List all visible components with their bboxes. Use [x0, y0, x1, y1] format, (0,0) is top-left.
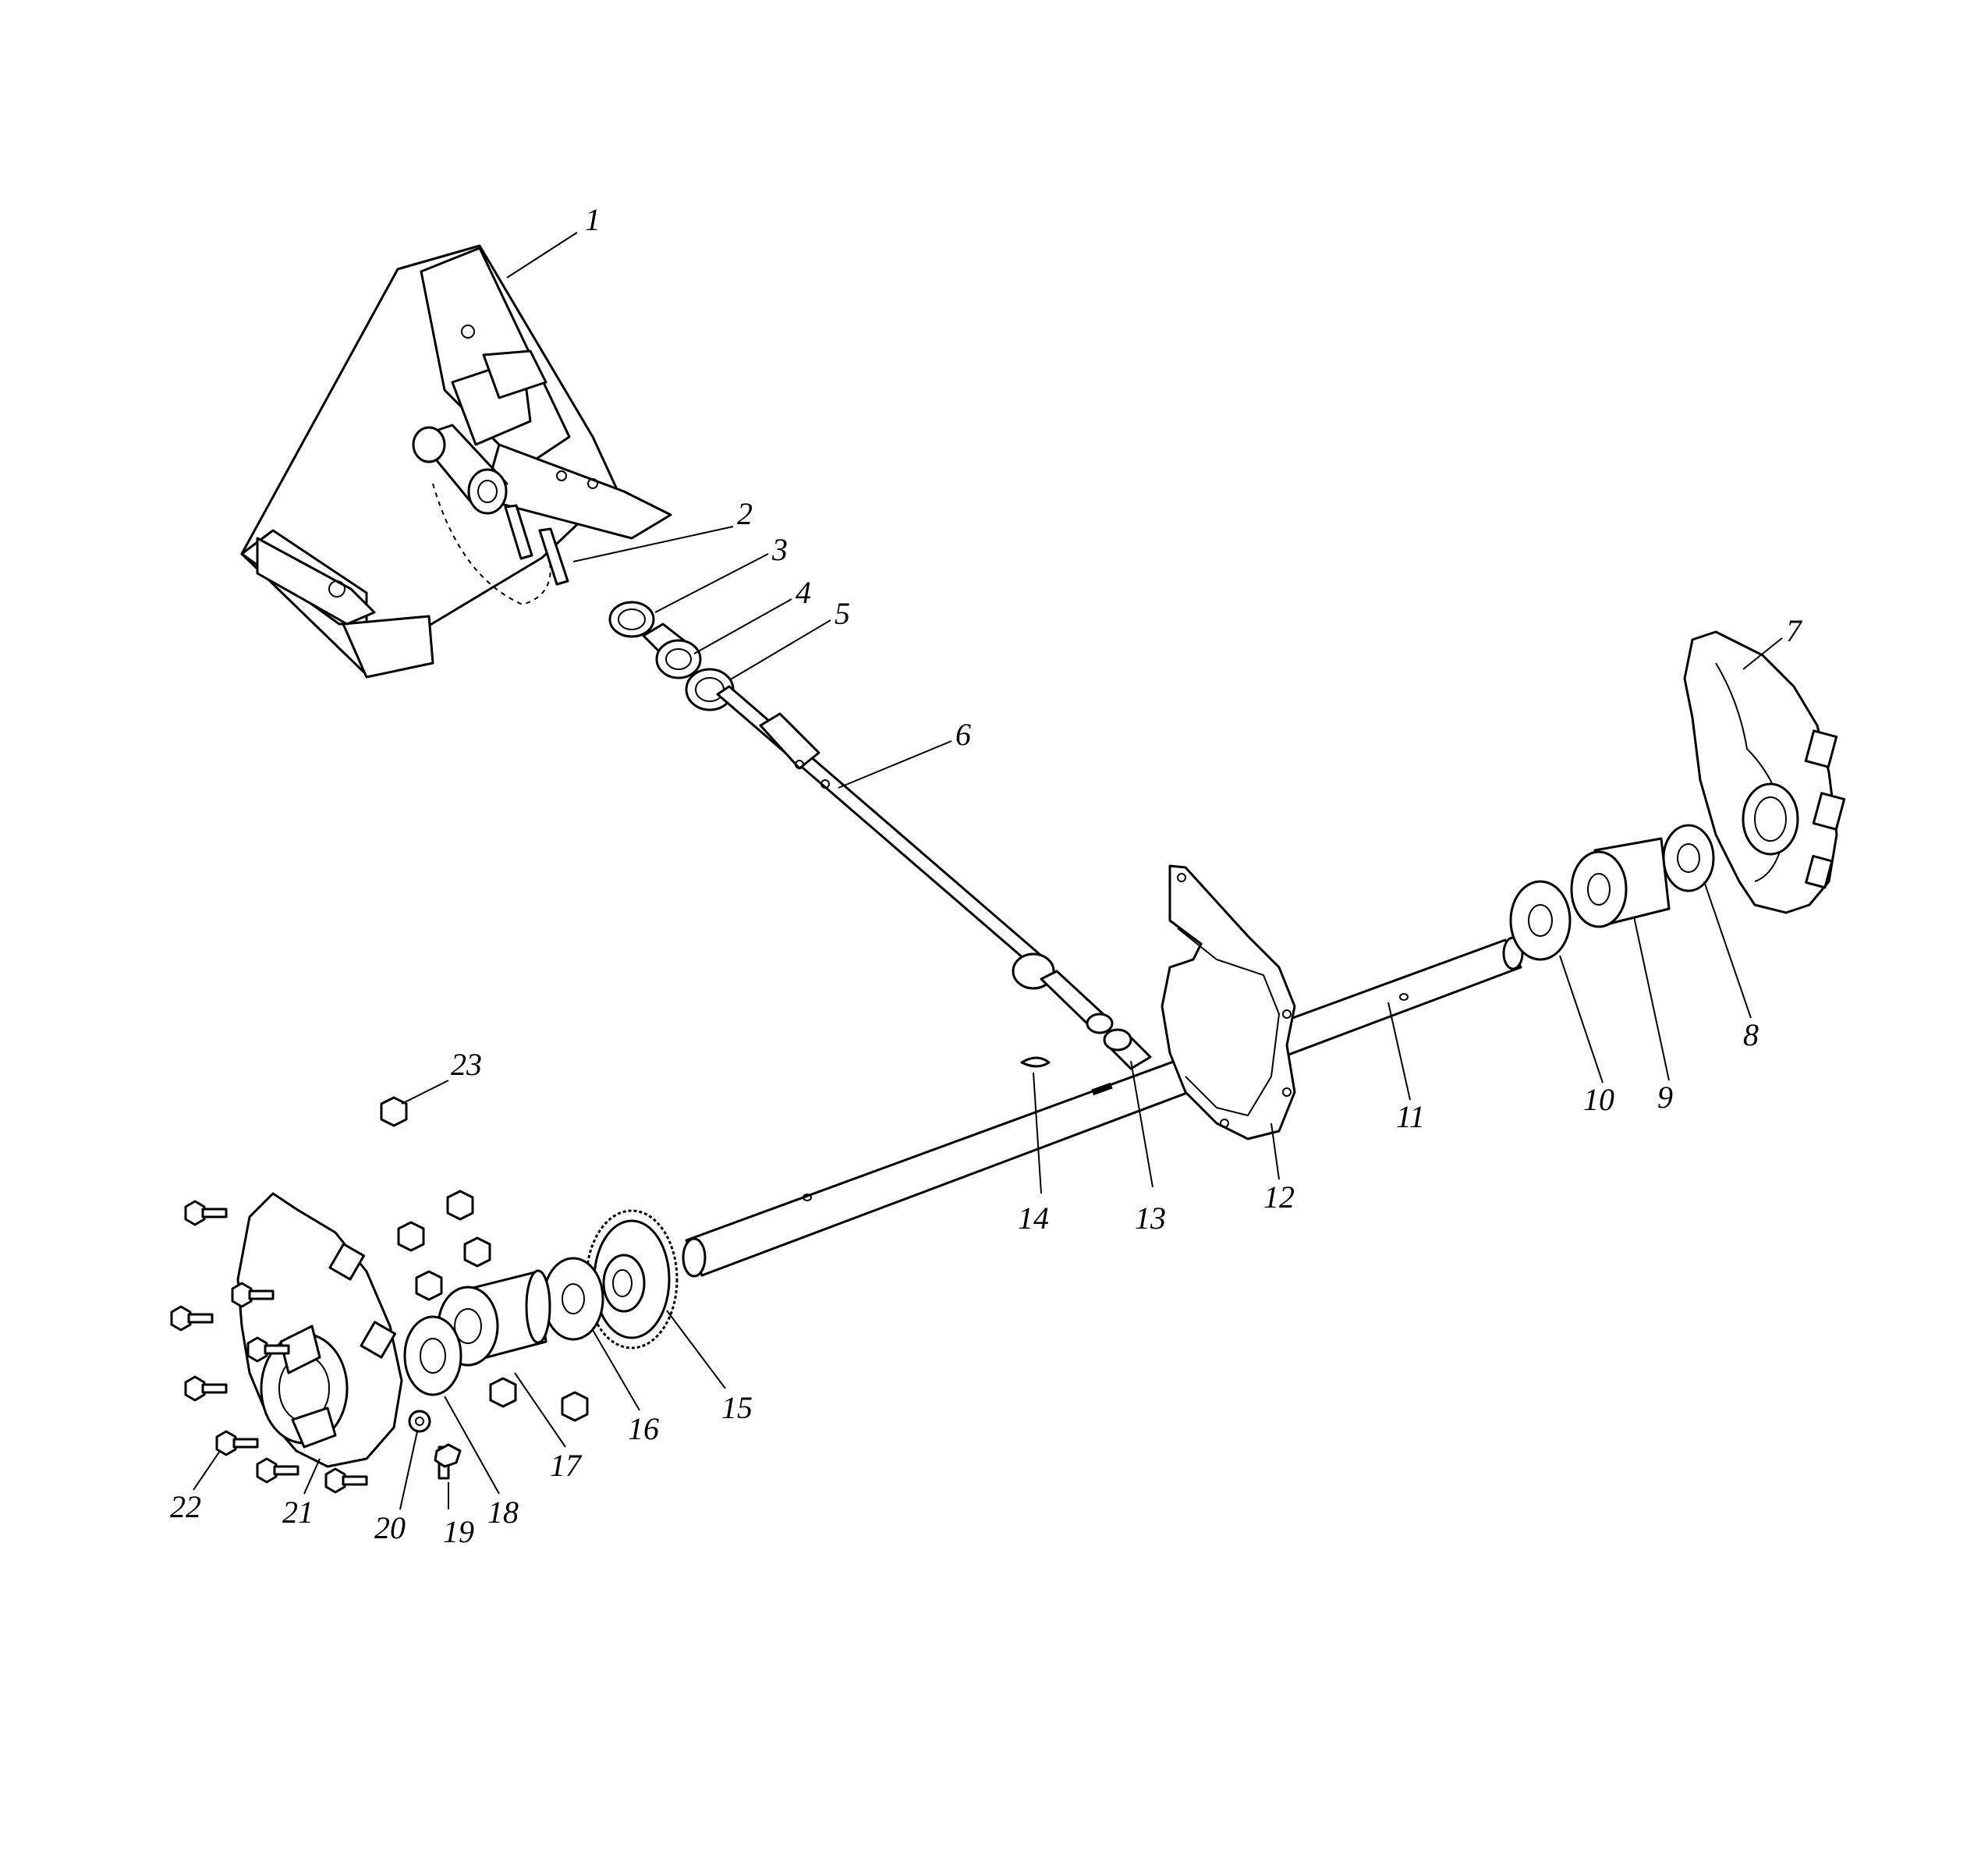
part-9-bushing	[1570, 837, 1671, 928]
part-1-housing-bracket	[240, 244, 672, 679]
part-21-gearbox-half-left	[236, 1192, 403, 1468]
part-14-key	[1020, 1056, 1051, 1068]
part-3-bearing	[608, 601, 655, 638]
callout-11: 11	[1396, 1099, 1425, 1134]
callout-1: 1	[585, 202, 601, 237]
callout-19: 19	[443, 1514, 474, 1549]
callout-12: 12	[1263, 1179, 1295, 1215]
callout-7: 7	[1786, 613, 1803, 648]
callout-22: 22	[170, 1489, 201, 1524]
part-17-bushing	[437, 1269, 551, 1367]
callout-14: 14	[1018, 1201, 1049, 1236]
part-12-gasket	[1161, 864, 1296, 1140]
callout-23: 23	[451, 1047, 482, 1082]
callout-labels: 1 2 3 4 5 6 7 8 9 10 11 12 13 14 15 16 1…	[170, 202, 1803, 1549]
callout-18: 18	[487, 1495, 519, 1530]
callout-2: 2	[737, 496, 753, 531]
part-19-fitting	[434, 1443, 462, 1480]
part-8-washer	[1662, 824, 1715, 892]
callout-13: 13	[1135, 1201, 1166, 1236]
callout-17: 17	[550, 1448, 583, 1483]
callout-6: 6	[955, 717, 971, 752]
part-6-worm-shaft	[716, 685, 1114, 1034]
callout-4: 4	[796, 575, 811, 610]
part-16-washer	[542, 1257, 604, 1341]
part-20-small-washer	[408, 1410, 431, 1433]
callout-3: 3	[771, 532, 788, 567]
callout-9: 9	[1657, 1080, 1673, 1115]
part-15-worm-gear	[585, 1209, 679, 1350]
part-4-bushing	[642, 622, 702, 679]
callout-15: 15	[721, 1390, 753, 1425]
callout-20: 20	[374, 1510, 406, 1545]
part-23-nuts	[380, 1096, 589, 1422]
callout-10: 10	[1583, 1082, 1614, 1117]
leader-lines	[193, 232, 1783, 1510]
part-13-coupler	[1103, 1028, 1152, 1070]
part-18-washer	[403, 1315, 462, 1396]
part-2-pins	[504, 504, 569, 586]
callout-5: 5	[835, 596, 850, 631]
callout-8: 8	[1743, 1017, 1759, 1052]
callout-16: 16	[628, 1411, 659, 1446]
part-7-gearbox-half-right	[1683, 630, 1846, 914]
part-10-washer	[1509, 880, 1572, 961]
part-22-bolts	[170, 1200, 368, 1494]
callout-21: 21	[282, 1495, 314, 1530]
